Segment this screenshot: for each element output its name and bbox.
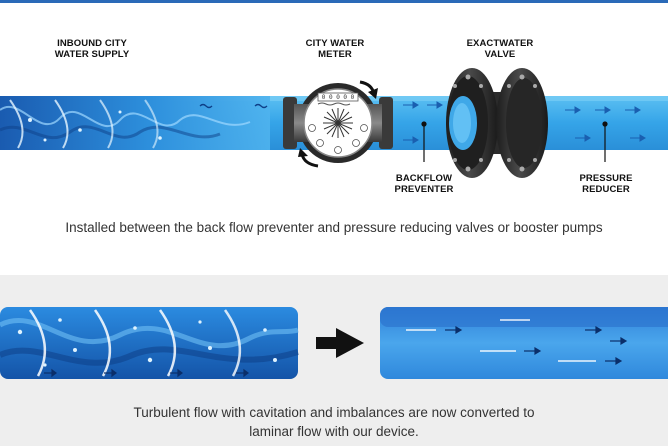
installation-caption: Installed between the back flow prevente… xyxy=(65,220,603,235)
exactwater-valve xyxy=(446,68,548,178)
backflow-pointer xyxy=(421,121,427,162)
turbulent-flow-illustration xyxy=(0,307,299,379)
label-inbound-line1: INBOUND CITY xyxy=(57,38,127,49)
conversion-arrow-icon xyxy=(316,328,364,358)
laminar-flow-illustration xyxy=(380,307,668,379)
flow-caption-line2: laminar flow with our device. xyxy=(249,424,419,439)
label-pressure-line2: REDUCER xyxy=(582,184,630,195)
label-meter-line1: CITY WATER xyxy=(305,38,365,49)
label-pressure-line1: PRESSURE xyxy=(579,173,633,184)
label-backflow-line2: PREVENTER xyxy=(394,184,454,195)
label-valve-line1: EXACTWATER xyxy=(466,38,534,49)
label-valve-line2: VALVE xyxy=(484,49,516,60)
label-exactwater-valve: EXACTWATER VALVE xyxy=(450,38,550,60)
pressure-pointer xyxy=(602,121,608,162)
label-backflow-preventer: BACKFLOW PREVENTER xyxy=(380,173,468,195)
top-accent-line xyxy=(0,0,668,3)
label-pressure-reducer: PRESSURE REDUCER xyxy=(566,173,646,195)
water-meter xyxy=(283,80,393,168)
label-meter-line2: METER xyxy=(318,49,352,60)
label-inbound-supply: INBOUND CITY WATER SUPPLY xyxy=(42,38,142,60)
flow-arrows-top xyxy=(403,101,646,144)
meter-digits: 0 0 0 0 0 xyxy=(322,94,355,101)
label-backflow-line1: BACKFLOW xyxy=(395,173,453,184)
label-city-water-meter: CITY WATER METER xyxy=(290,38,380,60)
label-inbound-line2: WATER SUPPLY xyxy=(54,49,130,60)
flow-caption-line1: Turbulent flow with cavitation and imbal… xyxy=(133,405,535,420)
turbulent-water-section xyxy=(0,96,270,150)
